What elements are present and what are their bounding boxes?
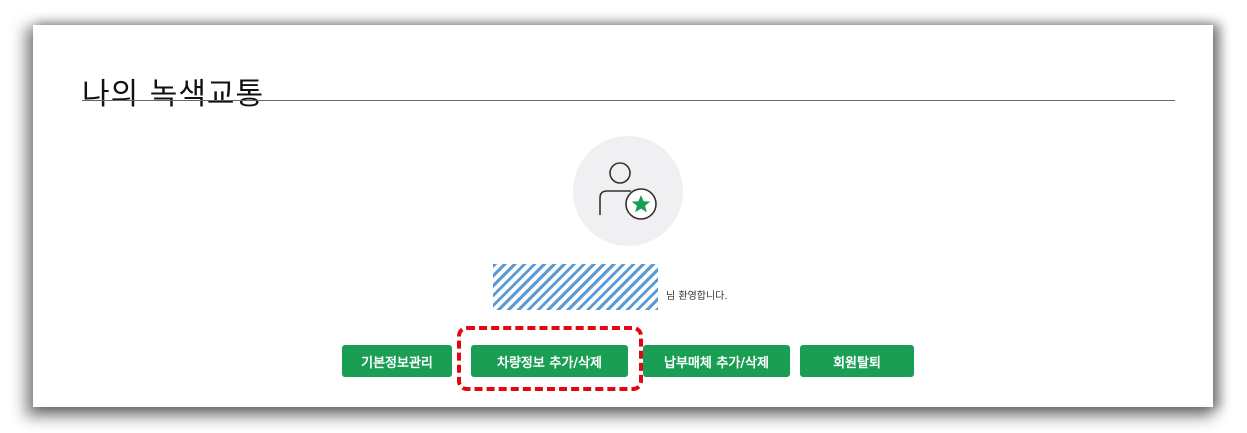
user-star-icon: [599, 162, 657, 220]
vehicle-info-button[interactable]: 차량정보 추가/삭제: [471, 345, 628, 377]
basic-info-button[interactable]: 기본정보관리: [342, 345, 452, 377]
payment-method-button[interactable]: 납부매체 추가/삭제: [643, 345, 790, 377]
page-title: 나의 녹색교통: [82, 77, 265, 113]
my-green-transport-panel: 나의 녹색교통 님 환영합니다. 기본정보관리 차량정보 추가/삭제 납부매체 …: [33, 25, 1213, 407]
masked-username: [493, 264, 658, 310]
welcome-text: 님 환영합니다.: [666, 291, 728, 302]
title-divider: [82, 100, 1175, 101]
withdraw-membership-button[interactable]: 회원탈퇴: [800, 345, 914, 377]
avatar: [573, 136, 683, 246]
